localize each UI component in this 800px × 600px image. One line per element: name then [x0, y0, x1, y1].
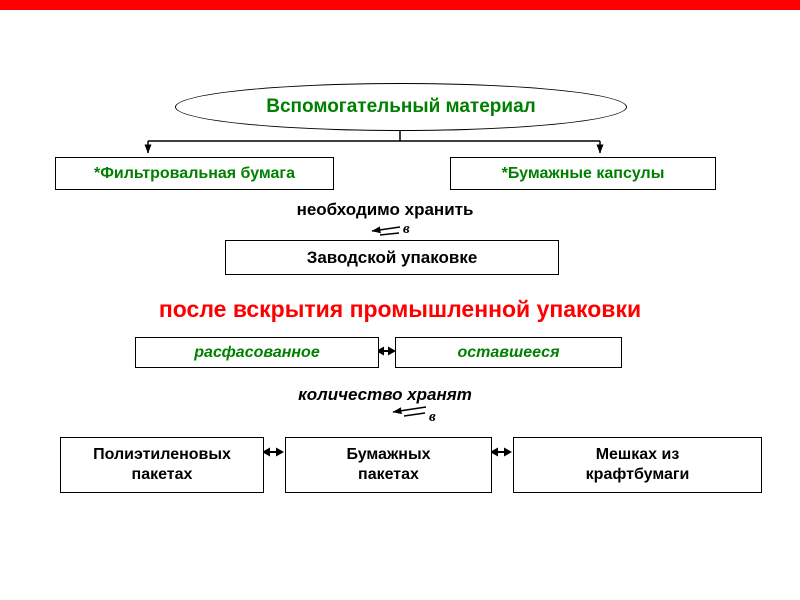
- top-red-bar: [0, 0, 800, 10]
- double-arrow-middle-icon: [376, 346, 396, 356]
- paper-capsules-label: *Бумажные капсулы: [501, 164, 665, 182]
- paper-bags-box: Бумажных пакетах: [285, 437, 492, 493]
- quantity-caption: количество хранят: [298, 385, 472, 404]
- small-arrow-2-icon: [392, 406, 427, 417]
- need-store-caption: необходимо хранить: [296, 200, 474, 219]
- remaining-box: оставшееся: [395, 337, 622, 368]
- double-arrow-bottom-left-icon: [262, 447, 284, 457]
- filter-paper-label: *Фильтровальная бумага: [93, 164, 295, 182]
- paper-capsules-box: *Бумажные капсулы: [450, 157, 716, 190]
- in-label-2: в: [429, 409, 436, 425]
- portioned-box: расфасованное: [135, 337, 379, 368]
- portioned-label: расфасованное: [194, 343, 320, 361]
- kraft-paper-sacks-line1: Мешках из: [595, 446, 680, 463]
- polyethylene-bags-box: Полиэтиленовых пакетах: [60, 437, 264, 493]
- polyethylene-bags-line1: Полиэтиленовых: [93, 446, 231, 463]
- root-ellipse-label: Вспомогательный материал: [266, 96, 536, 117]
- in-label-1: в: [403, 221, 410, 237]
- factory-packaging-label: Заводской упаковке: [306, 247, 478, 267]
- small-arrow-1-icon: [371, 226, 401, 236]
- filter-paper-box: *Фильтровальная бумага: [55, 157, 334, 190]
- kraft-paper-sacks-line2: крафтбумаги: [585, 466, 690, 483]
- polyethylene-bags-line2: пакетах: [131, 466, 193, 483]
- factory-packaging-box: Заводской упаковке: [225, 240, 559, 275]
- after-opening-caption: после вскрытия промышленной упаковки: [158, 296, 642, 322]
- paper-bags-line1: Бумажных: [346, 446, 431, 463]
- root-ellipse: Вспомогательный материал: [175, 83, 627, 131]
- paper-bags-line2: пакетах: [358, 466, 419, 483]
- kraft-paper-sacks-box: Мешках из крафтбумаги: [513, 437, 762, 493]
- remaining-label: оставшееся: [457, 343, 560, 361]
- double-arrow-bottom-right-icon: [490, 447, 512, 457]
